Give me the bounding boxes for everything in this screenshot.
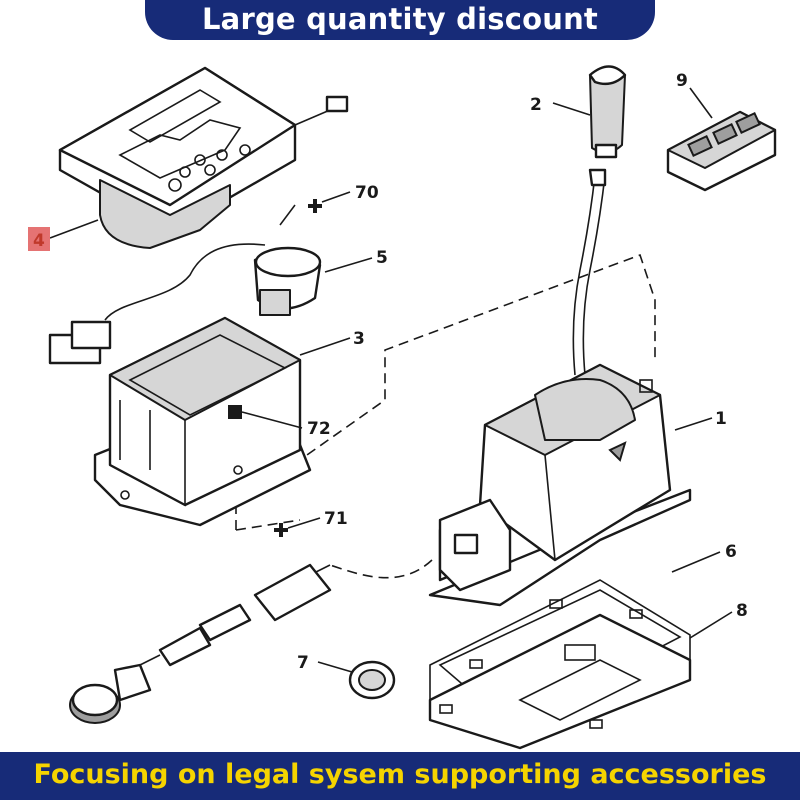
marker-72-square bbox=[228, 405, 242, 419]
part-5-sensor bbox=[48, 204, 322, 365]
part-4-gate-plate bbox=[58, 66, 349, 249]
callout-4-highlight bbox=[28, 227, 50, 251]
part-8-boot-plate bbox=[428, 613, 692, 750]
callout-8: 8 bbox=[736, 601, 748, 621]
callout-70: 70 bbox=[355, 183, 379, 203]
callout-1: 1 bbox=[715, 409, 727, 429]
callout-9: 9 bbox=[676, 71, 688, 91]
top-banner-text: Large quantity discount bbox=[202, 2, 598, 36]
marker-70-cross bbox=[308, 199, 322, 213]
part-7-grommet bbox=[348, 660, 396, 700]
callout-2: 2 bbox=[530, 95, 542, 115]
part-9-switch bbox=[666, 110, 777, 192]
callout-71: 71 bbox=[324, 509, 348, 529]
callout-72: 72 bbox=[307, 419, 331, 439]
callout-5: 5 bbox=[376, 248, 388, 268]
marker-71-cross bbox=[274, 523, 288, 537]
part-2-shift-knob bbox=[588, 65, 627, 159]
part-3-housing bbox=[93, 316, 312, 527]
bottom-banner-text: Focusing on legal sysem supporting acces… bbox=[33, 759, 767, 790]
cable-assembly bbox=[69, 563, 332, 724]
callout-7: 7 bbox=[297, 653, 309, 673]
bottom-banner: Focusing on legal sysem supporting acces… bbox=[0, 752, 800, 800]
callout-4: 4 bbox=[33, 231, 45, 251]
leader-lines bbox=[49, 87, 733, 673]
callout-6: 6 bbox=[725, 542, 737, 562]
callout-3: 3 bbox=[353, 329, 365, 349]
marker-symbols bbox=[228, 199, 322, 537]
part-1-shifter bbox=[428, 168, 692, 607]
callout-labels: 1 2 3 4 5 6 7 8 9 70 71 72 bbox=[33, 71, 748, 673]
top-banner: Large quantity discount bbox=[145, 0, 655, 40]
